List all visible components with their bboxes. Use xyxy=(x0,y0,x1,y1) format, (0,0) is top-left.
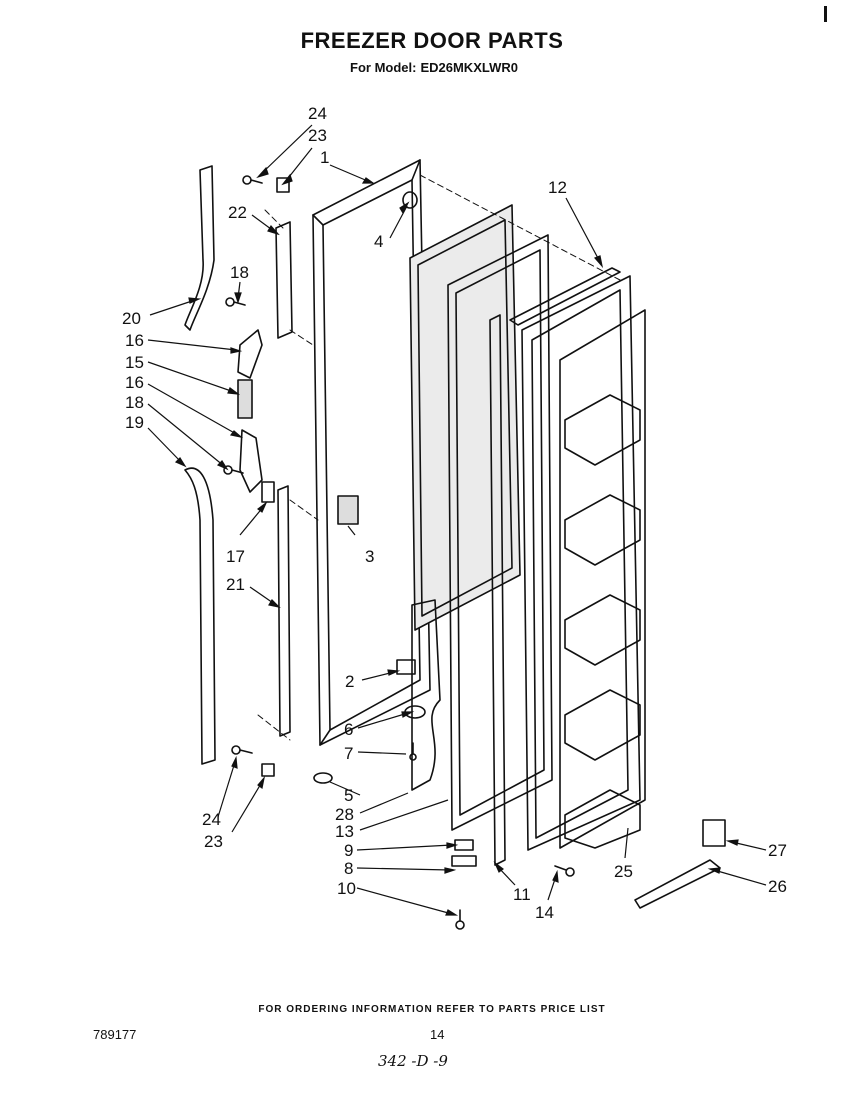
breaker-strip xyxy=(489,314,506,866)
door-handle-upper xyxy=(184,165,215,331)
callout-23-top: 23 xyxy=(308,126,327,145)
trim-strip-21 xyxy=(277,485,291,737)
callout-22: 22 xyxy=(228,203,247,222)
corner-mark xyxy=(824,6,827,22)
hinge-bracket-22 xyxy=(275,221,293,339)
handwritten-note: 342 -D -9 xyxy=(378,1052,448,1070)
callout-17: 17 xyxy=(226,547,245,566)
handle-brackets xyxy=(237,329,275,503)
callout-19: 19 xyxy=(125,413,144,432)
callout-15: 15 xyxy=(125,353,144,372)
callout-9: 9 xyxy=(344,841,353,860)
callout-20: 20 xyxy=(122,309,141,328)
model-line: For Model:ED26MKXLWR0 xyxy=(0,60,864,75)
callout-10: 10 xyxy=(337,879,356,898)
door-shelves xyxy=(564,394,641,849)
ordering-note: FOR ORDERING INFORMATION REFER TO PARTS … xyxy=(258,1004,606,1015)
callout-24-top: 24 xyxy=(308,104,327,123)
assembly-lines xyxy=(257,174,621,741)
callout-6: 6 xyxy=(344,720,353,739)
callout-leaders xyxy=(147,124,767,916)
callout-16-bottom: 16 xyxy=(125,373,144,392)
top-shelf-bar xyxy=(509,267,621,326)
callout-16-top: 16 xyxy=(125,331,144,350)
model-number: ED26MKXLWR0 xyxy=(420,60,518,75)
callout-1: 1 xyxy=(320,148,329,167)
callout-28: 28 xyxy=(335,805,354,824)
callout-18-top: 18 xyxy=(230,263,249,282)
door-gasket-frame xyxy=(447,234,553,831)
callout-8: 8 xyxy=(344,859,353,878)
callout-14: 14 xyxy=(535,903,554,922)
document-number: 789177 xyxy=(93,1027,137,1042)
door-liner xyxy=(521,275,646,851)
callout-3: 3 xyxy=(365,547,374,566)
screws xyxy=(223,175,575,930)
callout-21: 21 xyxy=(226,575,245,594)
callout-13: 13 xyxy=(335,822,354,841)
callout-24-bottom: 24 xyxy=(202,810,221,829)
callout-2: 2 xyxy=(345,672,354,691)
callout-27: 27 xyxy=(768,841,787,860)
callout-4: 4 xyxy=(374,232,383,251)
callout-11: 11 xyxy=(513,885,531,904)
callout-26: 26 xyxy=(768,877,787,896)
callout-23-bottom: 23 xyxy=(204,832,223,851)
callout-7: 7 xyxy=(344,744,353,763)
callout-numbers: 24 23 1 4 22 18 20 16 15 16 18 19 17 21 … xyxy=(122,104,787,922)
model-label: For Model: xyxy=(350,60,417,75)
callout-18-bottom: 18 xyxy=(125,393,144,412)
inner-door-panel xyxy=(312,159,431,746)
callout-12: 12 xyxy=(548,178,567,197)
callout-5: 5 xyxy=(344,786,353,805)
page-title: FREEZER DOOR PARTS xyxy=(300,28,564,53)
callout-25: 25 xyxy=(614,862,633,881)
door-handle-lower xyxy=(184,467,216,765)
page-number: 14 xyxy=(430,1027,445,1042)
